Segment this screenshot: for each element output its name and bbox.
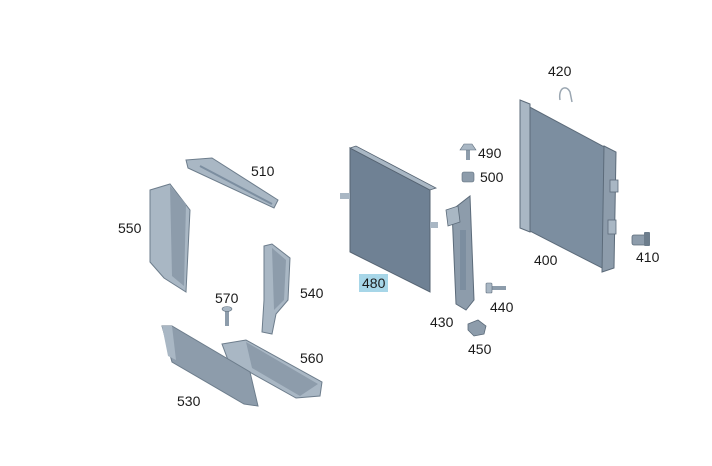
part-430-bracket[interactable] — [445, 195, 475, 311]
callout-450[interactable]: 450 — [468, 341, 492, 357]
callout-440[interactable]: 440 — [490, 299, 514, 315]
part-500-bushing[interactable] — [461, 171, 475, 183]
callout-430[interactable]: 430 — [430, 314, 454, 330]
part-550-air-guide-left[interactable] — [149, 183, 191, 293]
part-540-air-guide-right[interactable] — [261, 243, 291, 335]
part-570-push-pin[interactable] — [221, 306, 233, 327]
part-530-bottom-panel[interactable] — [161, 325, 259, 407]
callout-400[interactable]: 400 — [534, 252, 558, 268]
callout-540[interactable]: 540 — [300, 285, 324, 301]
part-450-nut[interactable] — [467, 319, 487, 337]
callout-480[interactable]: 480 — [359, 274, 389, 292]
callout-490[interactable]: 490 — [478, 145, 502, 161]
callout-420[interactable]: 420 — [548, 63, 572, 79]
part-400-radiator[interactable] — [519, 99, 619, 273]
callout-550[interactable]: 550 — [118, 220, 142, 236]
part-480-condenser[interactable] — [340, 145, 438, 293]
part-410-fitting[interactable] — [631, 232, 650, 246]
part-420-clip[interactable] — [558, 87, 573, 103]
callout-500[interactable]: 500 — [480, 169, 504, 185]
part-490-bolt[interactable] — [459, 143, 477, 160]
callout-530[interactable]: 530 — [177, 393, 201, 409]
part-440-bolt[interactable] — [485, 282, 506, 294]
callout-570[interactable]: 570 — [215, 290, 239, 306]
callout-560[interactable]: 560 — [300, 350, 324, 366]
callout-510[interactable]: 510 — [251, 163, 275, 179]
callout-410[interactable]: 410 — [636, 249, 660, 265]
part-510-seal-strip[interactable] — [185, 157, 279, 209]
